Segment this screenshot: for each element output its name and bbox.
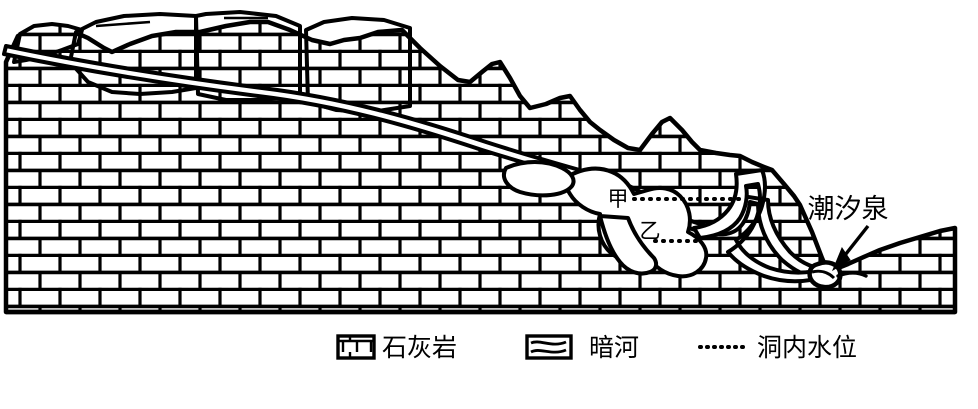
legend-label-limestone: 石灰岩 (382, 333, 457, 362)
legend: 石灰岩 暗河 洞内水位 (336, 333, 857, 362)
spring-orifice-swirl (811, 269, 836, 280)
cave-water-levels (632, 197, 746, 243)
legend-label-underground-river: 暗河 (589, 333, 639, 362)
karst-peak-blocks (12, 10, 412, 114)
legend-item-underground-river: 暗河 (525, 333, 639, 362)
cave-pocket-upper (501, 160, 576, 198)
tidal-spring-label: 潮汐泉 (808, 194, 889, 225)
spring-outflow (836, 271, 868, 278)
legend-item-limestone: 石灰岩 (336, 333, 457, 362)
legend-label-water-level: 洞内水位 (757, 333, 857, 362)
river-swatch-wave-top (530, 340, 567, 346)
legend-item-water-level: 洞内水位 (698, 333, 857, 362)
cave-chamber (562, 166, 709, 279)
arrow-head (831, 246, 851, 272)
upper-level-label: 甲 (608, 187, 629, 211)
lower-level-label: 乙 (640, 219, 661, 243)
underground-river-swatch (525, 334, 573, 360)
karst-peak-block-c (194, 10, 302, 102)
spring-pointer-arrow (831, 224, 870, 272)
underground-river-channel (2, 44, 868, 290)
limestone-outline (3, 19, 958, 315)
limestone-brick-swatch (336, 334, 376, 360)
peak-cap-line-b (95, 20, 151, 28)
river-swatch-wave-bottom (530, 348, 567, 354)
cave-chamber-tail (598, 214, 659, 276)
